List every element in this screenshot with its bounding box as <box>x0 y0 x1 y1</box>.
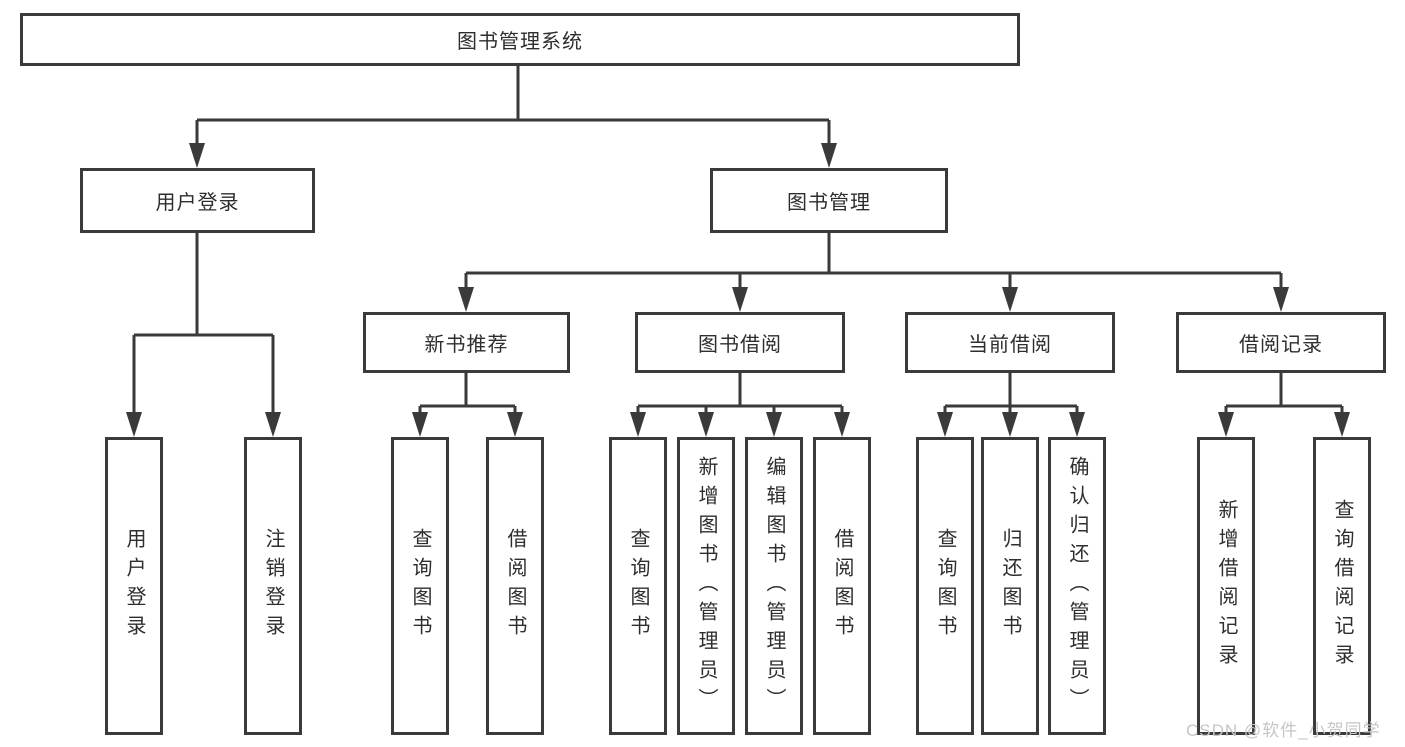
leaf-current-query-books: 查询图书 <box>916 437 974 735</box>
leaf-current-return-books: 归还图书 <box>981 437 1039 735</box>
node-system-root: 图书管理系统 <box>20 13 1020 66</box>
leaf-borrowing-borrow-books: 借阅图书 <box>813 437 871 735</box>
leaf-newbook-query-books: 查询图书 <box>391 437 449 735</box>
leaf-label: 编辑图书（管理员） <box>763 455 785 717</box>
leaf-label: 确认归还（管理员） <box>1066 455 1088 717</box>
csdn-watermark: CSDN @软件_小贺同学 <box>1186 721 1381 740</box>
leaf-borrowing-edit-books-admin: 编辑图书（管理员） <box>745 437 803 735</box>
node-book-management: 图书管理 <box>710 168 948 233</box>
leaf-newbook-borrow-books: 借阅图书 <box>486 437 544 735</box>
leaf-label: 新增图书（管理员） <box>695 455 717 717</box>
leaf-label: 查询图书 <box>409 528 431 644</box>
leaf-label: 查询图书 <box>627 528 649 644</box>
leaf-label: 归还图书 <box>999 528 1021 644</box>
node-current-borrowing: 当前借阅 <box>905 312 1115 373</box>
leaf-label: 借阅图书 <box>504 528 526 644</box>
node-new-book-recommend: 新书推荐 <box>363 312 570 373</box>
leaf-current-confirm-return-admin: 确认归还（管理员） <box>1048 437 1106 735</box>
leaf-label: 注销登录 <box>262 528 284 644</box>
leaf-borrowing-add-books-admin: 新增图书（管理员） <box>677 437 735 735</box>
node-borrow-records: 借阅记录 <box>1176 312 1386 373</box>
leaf-logout: 注销登录 <box>244 437 302 735</box>
leaf-label: 借阅图书 <box>831 528 853 644</box>
leaf-records-query-record: 查询借阅记录 <box>1313 437 1371 735</box>
leaf-records-add-record: 新增借阅记录 <box>1197 437 1255 735</box>
leaf-label: 查询借阅记录 <box>1331 499 1353 673</box>
leaf-label: 新增借阅记录 <box>1215 499 1237 673</box>
node-user-login-group: 用户登录 <box>80 168 315 233</box>
leaf-borrowing-query-books: 查询图书 <box>609 437 667 735</box>
leaf-label: 查询图书 <box>934 528 956 644</box>
node-book-borrowing: 图书借阅 <box>635 312 845 373</box>
leaf-user-login: 用户登录 <box>105 437 163 735</box>
leaf-label: 用户登录 <box>123 528 145 644</box>
